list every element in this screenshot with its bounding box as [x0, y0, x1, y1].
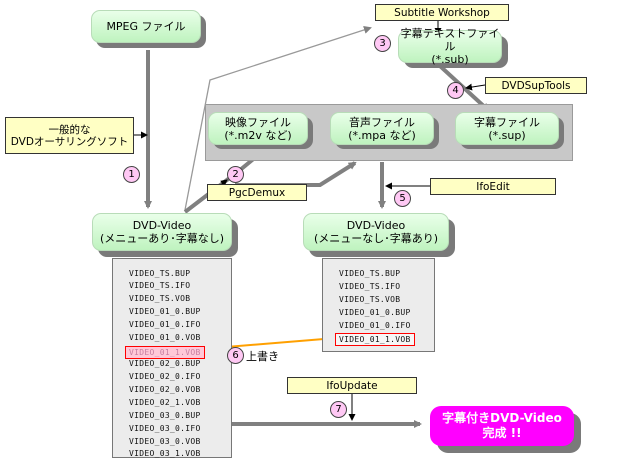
overwritten-file-item: VIDEO_01_1.VOB — [125, 346, 205, 359]
video-file-node: 映像ファイル (*.m2v など) — [208, 112, 308, 145]
step-2-number: 2 — [232, 169, 239, 180]
pointer-dvdsuptools — [465, 83, 486, 91]
dvd-source-title: DVD-Video — [132, 219, 192, 232]
file-item: VIDEO_01_0.BUP — [129, 307, 201, 316]
tool-pgcdemux: PgcDemux — [207, 184, 307, 201]
step-1-number: 1 — [128, 169, 135, 180]
tool-dvdsuptools: DVDSupTools — [485, 77, 587, 94]
file-item: VIDEO_03_1.VOB — [129, 449, 201, 458]
final-result-node: 字幕付きDVD-Video 完成 !! — [430, 406, 574, 446]
audio-file-ext: (*.mpa など) — [348, 128, 416, 142]
step-6-number: 6 — [232, 350, 239, 361]
dvd-subtitle-node: DVD-Video (メニューなし･字幕あり) — [303, 213, 449, 251]
step-4-badge: 4 — [447, 82, 464, 99]
arrow-dvd-to-audio-file — [235, 161, 357, 187]
tool-subtitle-workshop: Subtitle Workshop — [375, 4, 509, 21]
final-result-title: 字幕付きDVD-Video — [442, 411, 562, 425]
tool-dvd-authoring-line2: DVDオーサリングソフト — [10, 135, 129, 148]
step-1-badge: 1 — [123, 166, 140, 183]
dvd-subtitle-title: DVD-Video — [346, 219, 406, 232]
file-item: VIDEO_02_0.BUP — [129, 359, 201, 368]
step-7-number: 7 — [335, 404, 342, 415]
file-item: VIDEO_TS.VOB — [339, 295, 401, 304]
arrow-dvd-to-subtitle-workshop — [184, 26, 372, 211]
file-item: VIDEO_01_0.IFO — [339, 321, 411, 330]
tool-pgcdemux-label: PgcDemux — [228, 186, 286, 199]
tool-ifoedit-label: IfoEdit — [476, 180, 510, 193]
file-item: VIDEO_02_1.VOB — [129, 398, 201, 407]
file-item: VIDEO_TS.VOB — [129, 294, 191, 303]
dvd-source-node: DVD-Video (メニューあり･字幕なし) — [92, 213, 232, 251]
tool-ifoedit: IfoEdit — [430, 178, 556, 195]
file-item: VIDEO_01_0.BUP — [339, 308, 411, 317]
step-6-badge: 6 — [227, 347, 244, 364]
step-3-number: 3 — [379, 38, 386, 49]
subtitle-text-file-node: 字幕テキストファイル (*.sub) — [398, 27, 502, 66]
arrow-overwrite — [212, 337, 337, 353]
new-subtitle-vob-item: VIDEO_01_1.VOB — [335, 333, 415, 346]
step-3-badge: 3 — [374, 35, 391, 52]
file-item: VIDEO_TS.BUP — [339, 269, 401, 278]
file-item: VIDEO_02_0.VOB — [129, 385, 201, 394]
subtitle-text-file-ext: (*.sub) — [431, 53, 469, 66]
file-item: VIDEO_03_0.IFO — [129, 424, 201, 433]
audio-file-node: 音声ファイル (*.mpa など) — [330, 112, 434, 145]
step-4-number: 4 — [452, 85, 459, 96]
tool-ifoupdate-label: IfoUpdate — [326, 379, 378, 392]
file-item: VIDEO_TS.BUP — [129, 269, 191, 278]
file-item: VIDEO_01_0.IFO — [129, 320, 201, 329]
dvd-subtitle-desc: (メニューなし･字幕あり) — [313, 232, 439, 245]
file-item: VIDEO_03_0.VOB — [129, 437, 201, 446]
mpeg-file-node: MPEG ファイル — [91, 10, 201, 43]
mpeg-file-label: MPEG ファイル — [106, 20, 186, 33]
subtitle-file-label: 字幕ファイル — [474, 115, 540, 129]
file-item: VIDEO_TS.IFO — [339, 282, 401, 291]
tool-dvd-authoring: 一般的な DVDオーサリングソフト — [5, 117, 134, 154]
source-file-list: VIDEO_TS.BUP VIDEO_TS.IFO VIDEO_TS.VOB V… — [112, 258, 232, 458]
overwrite-label: 上書き — [246, 350, 279, 363]
subtitle-dvd-file-list: VIDEO_TS.BUP VIDEO_TS.IFO VIDEO_TS.VOB V… — [322, 258, 435, 352]
tool-ifoupdate: IfoUpdate — [287, 377, 417, 394]
final-result-done: 完成 !! — [482, 426, 522, 440]
arrow-subtext-to-subfile — [438, 64, 490, 112]
step-5-badge: 5 — [394, 190, 411, 207]
file-item: VIDEO_TS.IFO — [129, 281, 191, 290]
tool-dvdsuptools-label: DVDSupTools — [501, 79, 571, 92]
subtitle-text-file-label: 字幕テキストファイル — [400, 27, 500, 53]
audio-file-label: 音声ファイル — [349, 115, 415, 129]
step-5-number: 5 — [399, 193, 406, 204]
tool-dvd-authoring-line1: 一般的な — [48, 123, 91, 136]
step-7-badge: 7 — [330, 401, 347, 418]
subtitle-file-node: 字幕ファイル (*.sup) — [455, 112, 559, 145]
file-item: VIDEO_01_0.VOB — [129, 333, 201, 342]
subtitle-file-ext: (*.sup) — [488, 128, 526, 142]
step-2-badge: 2 — [227, 166, 244, 183]
video-file-label: 映像ファイル — [225, 115, 291, 129]
video-file-ext: (*.m2v など) — [224, 128, 292, 142]
dvd-source-desc: (メニューあり･字幕なし) — [99, 232, 225, 245]
file-item: VIDEO_02_0.IFO — [129, 372, 201, 381]
tool-subtitle-workshop-label: Subtitle Workshop — [394, 6, 490, 19]
file-item: VIDEO_03_0.BUP — [129, 411, 201, 420]
arrow-dvd-to-video-file — [183, 150, 264, 214]
